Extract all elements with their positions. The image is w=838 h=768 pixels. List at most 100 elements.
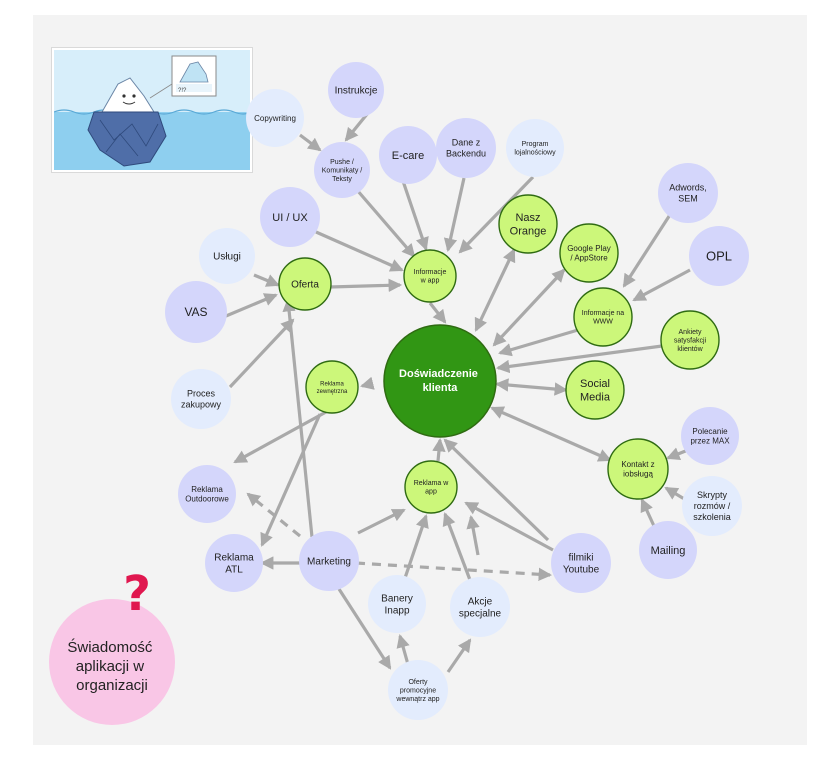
node-label: UI / UX xyxy=(272,212,308,224)
node-circle xyxy=(436,118,496,178)
node-oferta[interactable]: Oferta xyxy=(278,257,332,311)
node-circle xyxy=(404,460,458,514)
node-circle xyxy=(246,89,304,147)
arrow xyxy=(443,438,550,542)
iceberg-thumbnail: ?!? xyxy=(52,48,252,172)
node-circle xyxy=(498,194,558,254)
arrow xyxy=(337,588,392,670)
arrow xyxy=(632,268,691,302)
node-mailing[interactable]: Mailing xyxy=(639,521,697,579)
node-uiux[interactable]: UI / UX xyxy=(260,187,320,247)
node-adwords[interactable]: Adwords,SEM xyxy=(658,163,718,223)
arrow xyxy=(233,410,327,464)
node-label: Adwords,SEM xyxy=(669,183,707,204)
arrow xyxy=(494,378,569,396)
node-label: Instrukcje xyxy=(335,86,378,97)
node-circle xyxy=(403,249,457,303)
svg-text:Doświadczenie klienta: Doświadczenie klienta xyxy=(399,368,481,394)
node-circle xyxy=(299,531,359,591)
node-circle xyxy=(559,223,619,283)
node-uslugi[interactable]: Usługi xyxy=(199,228,255,284)
connector-arrows xyxy=(225,106,691,673)
node-circle xyxy=(658,163,718,223)
awareness-group: ? Świadomość aplikacji w organizacji xyxy=(49,566,175,725)
arrow xyxy=(360,376,375,390)
node-ecare[interactable]: E-care xyxy=(379,126,437,184)
arrow xyxy=(225,293,278,318)
node-label: Marketing xyxy=(307,557,351,568)
arrow xyxy=(666,447,689,460)
arrow xyxy=(458,175,535,254)
node-label: Oferta xyxy=(291,280,319,291)
arrow xyxy=(329,278,403,293)
node-label: Google Play/ AppStore xyxy=(567,244,611,263)
node-marketing[interactable]: Marketing xyxy=(299,531,359,591)
arrow xyxy=(253,273,280,287)
arrow xyxy=(432,437,446,462)
node-vas[interactable]: VAS xyxy=(165,281,227,343)
node-opl[interactable]: OPL xyxy=(689,226,749,286)
node-circle xyxy=(305,360,359,414)
arrow xyxy=(299,133,322,152)
node-circle xyxy=(660,310,720,370)
node-label: Pushe /Komunikaty /Teksty xyxy=(322,159,363,183)
node-circle xyxy=(205,534,263,592)
arrow xyxy=(664,486,687,502)
node-copywriting[interactable]: Copywriting xyxy=(246,89,304,147)
question-mark-icon: ? xyxy=(123,566,151,622)
node-circle xyxy=(506,119,564,177)
node-circle xyxy=(682,476,742,536)
awareness-label: Świadomość aplikacji w organizacji xyxy=(67,638,156,694)
arrow xyxy=(490,406,612,462)
node-google[interactable]: Google Play/ AppStore xyxy=(559,223,619,283)
node-label: E-care xyxy=(392,150,424,162)
node-label: Copywriting xyxy=(254,114,296,123)
arrow xyxy=(260,413,322,547)
arrow xyxy=(282,297,314,538)
node-pushe[interactable]: Pushe /Komunikaty /Teksty xyxy=(314,142,370,198)
center-node[interactable]: Doświadczenie klienta xyxy=(383,324,497,438)
node-instrukcje[interactable]: Instrukcje xyxy=(328,62,384,118)
node-circle xyxy=(681,407,739,465)
node-circle xyxy=(165,281,227,343)
node-circle xyxy=(573,287,633,347)
arrow xyxy=(446,638,472,673)
arrow xyxy=(428,302,447,324)
node-circle xyxy=(388,660,448,720)
node-label: VAS xyxy=(184,305,207,319)
node-circle xyxy=(199,228,255,284)
